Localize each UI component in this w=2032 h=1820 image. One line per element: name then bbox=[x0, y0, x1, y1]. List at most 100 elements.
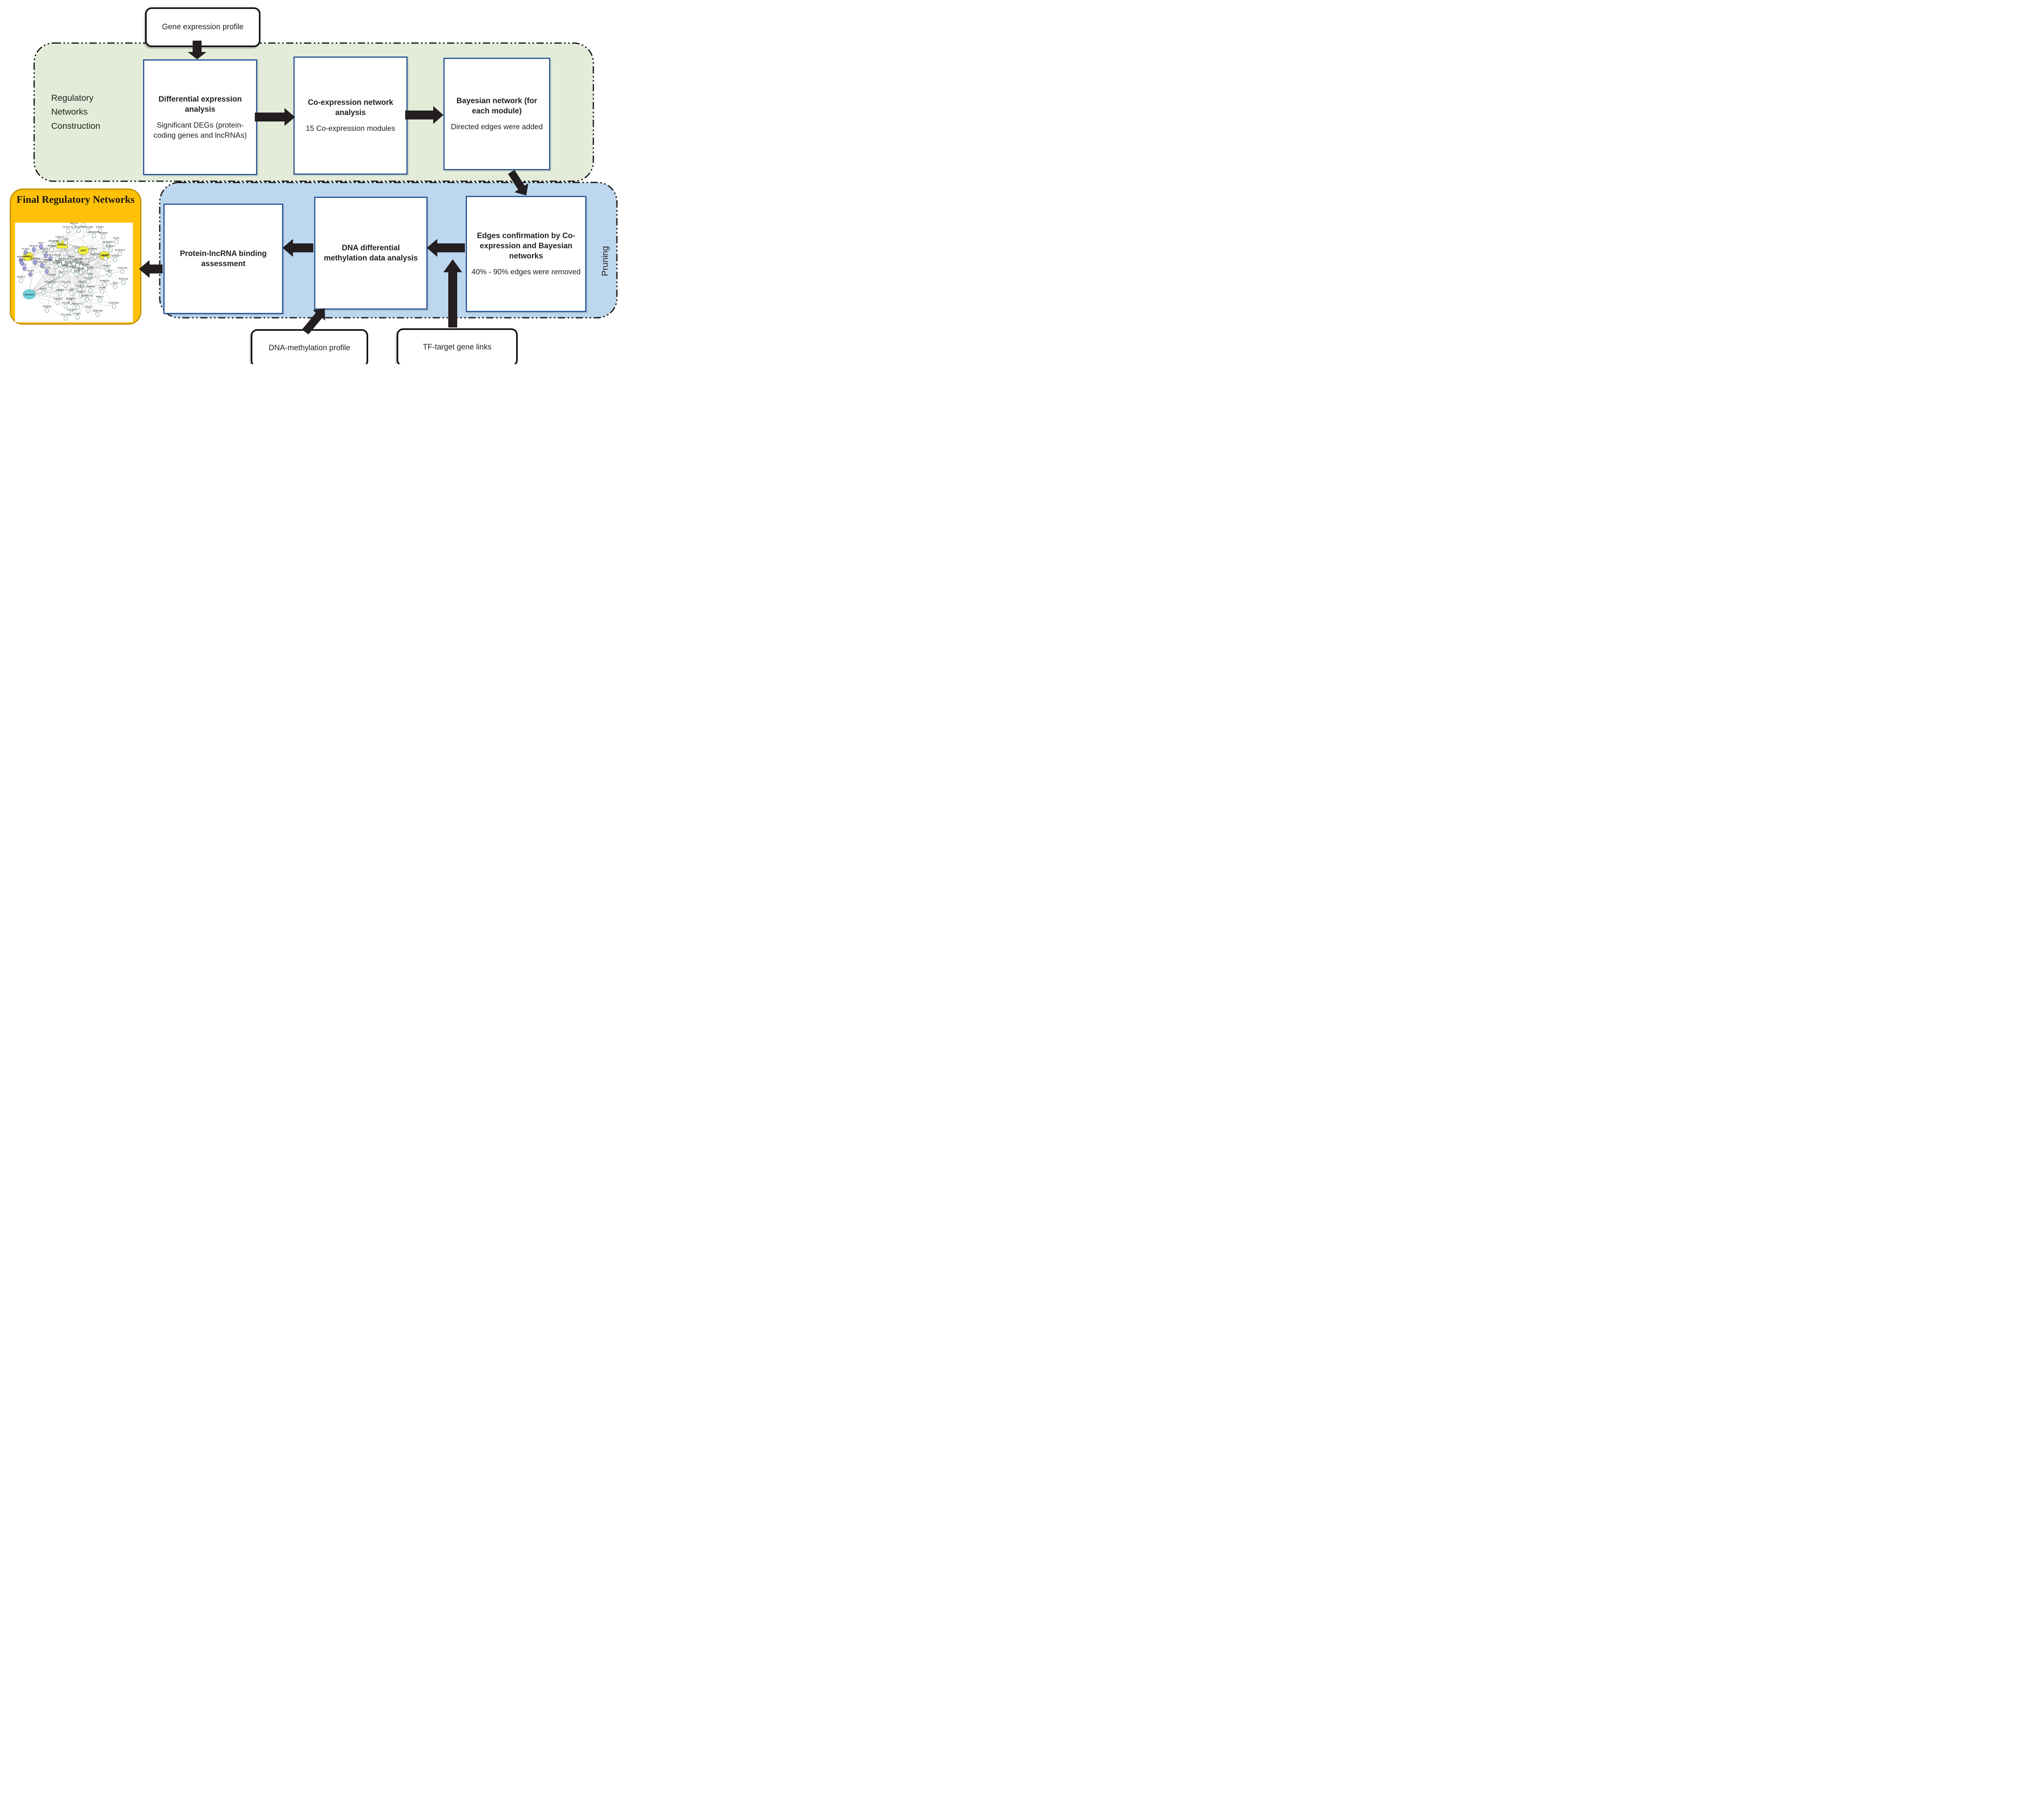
arrow-bayesian-to-edges-confirmation-icon bbox=[508, 170, 528, 195]
network-panel: RUNX2LEF1MEIS3PRRX1LINC01614MMP14ST7CCDC… bbox=[15, 220, 133, 322]
network-node-label: WISP1 bbox=[40, 288, 47, 291]
network-node-label: PLPP4 bbox=[53, 262, 60, 265]
network-node-label: PODNL1 bbox=[106, 245, 115, 247]
network-node-label: CCDC71L bbox=[63, 226, 74, 229]
network-node-label: SH3PXD2B bbox=[88, 231, 100, 234]
network-node-label: NCS1 bbox=[54, 254, 61, 256]
tf-target-gene-links-label: TF-target gene links bbox=[423, 343, 492, 352]
network-node-label: VCAN bbox=[103, 254, 109, 256]
protein-lncrna-title: Protein-lncRNA binding assessment bbox=[180, 249, 267, 268]
network-node-label: PRRX1 bbox=[24, 256, 33, 258]
network-node-label: PDLIM7 bbox=[85, 267, 93, 269]
network-node-label: CTHRC1 bbox=[76, 291, 86, 293]
network-node-label: MFAP2 bbox=[103, 265, 111, 267]
arrow-methylation-to-protein-icon bbox=[282, 239, 313, 257]
network-node-label: ALDH1B1 bbox=[30, 258, 40, 260]
network-node-label: CTSK bbox=[87, 273, 93, 275]
network-node-label: ALDH1L2 bbox=[115, 249, 125, 252]
network-node-label: SUGCT bbox=[17, 276, 25, 278]
construction-region-label: Regulatory Networks Construction bbox=[51, 93, 100, 131]
protein-lncrna-box: Protein-lncRNA binding assessment bbox=[163, 204, 283, 314]
network-node-label: MXRA5 bbox=[44, 259, 52, 261]
network-node-label: COL6A3 bbox=[47, 274, 56, 276]
network-node-label: MXRA8 bbox=[48, 245, 55, 247]
network-node-label: SPOCK1 bbox=[29, 245, 39, 247]
differential-expression-title: Differential expression analysis bbox=[158, 95, 242, 114]
network-node-label: CLEC11A bbox=[117, 267, 128, 269]
network-node-label: TMEM158 bbox=[58, 258, 69, 260]
network-node-label: ADAM12 bbox=[66, 298, 75, 300]
dna-methylation-profile-box: DNA-methylation profile bbox=[251, 329, 368, 364]
network-node-label: CILP2 bbox=[71, 259, 77, 261]
arrow-tf-links-input-icon bbox=[443, 259, 462, 328]
network-node-label: HTRA3 bbox=[111, 255, 119, 258]
network-node-label: ASPN bbox=[73, 270, 79, 272]
network-node-label: KIF26B bbox=[75, 258, 82, 260]
network-node-label: COL1A1 bbox=[84, 306, 92, 308]
tf-target-gene-links-box: TF-target gene links bbox=[397, 328, 518, 364]
network-node-label: LRRC17 bbox=[55, 236, 64, 239]
coexpression-network-subtitle: 15 Co-expression modules bbox=[306, 124, 395, 133]
dna-methylation-analysis-title: DNA differential methylation data analys… bbox=[323, 243, 418, 262]
network-node-label: SFRP2 bbox=[27, 270, 34, 272]
network-node-label: ITGA11 bbox=[78, 281, 86, 283]
network-node-label: LOXL2 bbox=[73, 246, 80, 249]
network-node-label: EGFLAM bbox=[83, 226, 93, 229]
network-node-label: CPXM1 bbox=[98, 287, 106, 289]
network-node-label: COL5A1 bbox=[61, 302, 70, 304]
edges-confirmation-title: Edges confirmation by Co-expression and … bbox=[477, 232, 575, 261]
arrow-coexpression-to-bayesian-icon bbox=[405, 106, 443, 124]
workflow-diagram: Regulatory Networks Construction Pruning… bbox=[0, 0, 622, 364]
network-node-label: ROR2 bbox=[74, 313, 81, 315]
network-node-label: COL16A1 bbox=[61, 314, 71, 316]
network-node-label: COL10A1 bbox=[61, 281, 71, 283]
network-node-label: MMP14 bbox=[70, 223, 78, 225]
network-node-label: LINC01614 bbox=[24, 293, 35, 296]
pruning-region-label: Pruning bbox=[600, 246, 610, 276]
network-node-label: TNFAIP6 bbox=[42, 306, 52, 308]
arrow-differential-to-coexpression-icon bbox=[255, 108, 295, 126]
network-node-label: FHL2 bbox=[48, 254, 53, 256]
network-node-label: ADAMTS12 bbox=[44, 281, 56, 283]
dna-methylation-analysis-box: DNA differential methylation data analys… bbox=[314, 197, 428, 310]
edges-confirmation-subtitle: 40% - 90% edges were removed bbox=[471, 267, 581, 276]
dna-methylation-profile-label: DNA-methylation profile bbox=[269, 344, 350, 353]
coexpression-network-box: Co-expression network analysis 15 Co-exp… bbox=[293, 56, 408, 175]
network-node-label: THBS2 bbox=[69, 266, 76, 269]
network-node-label: LOX bbox=[22, 264, 27, 267]
network-node-label: LRRC15 bbox=[73, 261, 82, 263]
network-node-label: CERCAM bbox=[93, 310, 103, 312]
network-node-label: GREM1 bbox=[56, 289, 64, 291]
differential-expression-subtitle: Significant DEGs (protein-coding genes a… bbox=[153, 121, 247, 139]
network-node-label: EPHB2 bbox=[96, 226, 104, 229]
network-node-label: GJB2 bbox=[63, 238, 69, 241]
network-node-label: COL5A2 bbox=[76, 285, 84, 287]
network-node-label: ADAMTS16 bbox=[81, 295, 93, 297]
network-node-label: FKBP10 bbox=[89, 248, 97, 251]
network-node-label: LEF1 bbox=[80, 250, 87, 252]
final-regulatory-networks-title: Final Regulatory Networks bbox=[16, 194, 135, 205]
network-node-label: ISLR bbox=[113, 282, 117, 284]
network-node-label: RUNX2 bbox=[58, 244, 67, 246]
network-node-label: THY1 bbox=[106, 270, 112, 272]
bayesian-network-box: Bayesian network (for each module) Direc… bbox=[443, 58, 550, 170]
network-node-label: SYNDIG1 bbox=[100, 280, 110, 282]
network-node-label: PLAU bbox=[113, 237, 119, 240]
network-node-label: SFRP4 bbox=[82, 264, 89, 267]
network-node-label: COL15A1 bbox=[109, 302, 119, 304]
network-node-label: IGFBP5 bbox=[100, 232, 108, 234]
network-node-label: SPP1 bbox=[38, 242, 44, 245]
network-node-label: FJX1 bbox=[43, 251, 48, 254]
network-node-label: SERPINF1 bbox=[102, 241, 113, 243]
edges-confirmation-box: Edges confirmation by Co-expression and … bbox=[466, 196, 586, 312]
network-node-label: VCAM1 bbox=[22, 248, 29, 251]
gene-expression-profile-box: Gene expression profile bbox=[145, 7, 261, 47]
network-node-label: C1QTNF6 bbox=[90, 253, 100, 256]
network-node-label: COL11A1 bbox=[37, 261, 47, 263]
network-node-label: SERPINE2 bbox=[48, 240, 60, 243]
network-node-label: PCOLCE bbox=[119, 278, 128, 280]
network-node-label: FAP bbox=[69, 289, 74, 291]
network-node-label: NOX4 bbox=[19, 259, 25, 261]
network-node-label: SULF1 bbox=[43, 267, 50, 269]
